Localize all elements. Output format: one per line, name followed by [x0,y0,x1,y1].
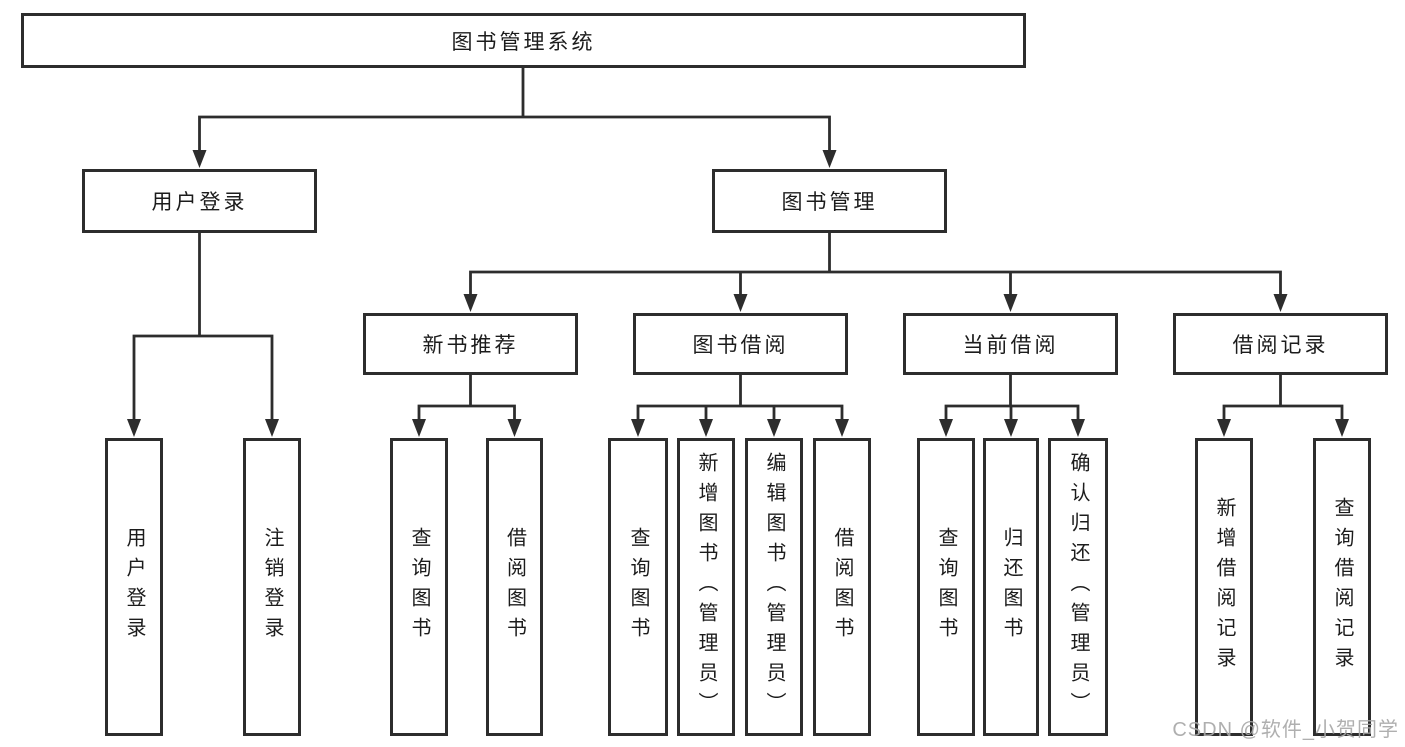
node-label: 确认归还（管理员） [1067,452,1089,722]
node-label: 注销登录 [261,527,283,647]
leaf-borrow-books-1: 借阅图书 [486,438,543,736]
node-label: 新增图书（管理员） [695,452,717,722]
leaf-user-login: 用户登录 [105,438,163,736]
watermark: CSDN @软件_小贺同学 [1172,719,1399,741]
leaf-query-books-2: 查询图书 [608,438,668,736]
leaf-query-books-3: 查询图书 [917,438,975,736]
node-book-borrowing: 图书借阅 [633,313,848,375]
leaf-add-books-admin: 新增图书（管理员） [677,438,735,736]
node-label: 编辑图书（管理员） [763,452,785,722]
leaf-logout: 注销登录 [243,438,301,736]
node-label: 借阅图书 [831,527,853,647]
node-label: 归还图书 [1000,527,1022,647]
node-label: 新增借阅记录 [1213,497,1235,677]
node-book-management: 图书管理 [712,169,947,233]
node-library-management-system: 图书管理系统 [21,13,1026,68]
node-label: 用户登录 [151,191,248,214]
node-label: 查询图书 [408,527,430,647]
node-current-borrowing: 当前借阅 [903,313,1118,375]
node-label: 图书管理系统 [451,30,596,54]
leaf-query-borrow-record: 查询借阅记录 [1313,438,1371,736]
node-label: 借阅记录 [1232,334,1329,357]
leaf-edit-books-admin: 编辑图书（管理员） [745,438,803,736]
node-label: 查询图书 [627,527,649,647]
leaf-return-books: 归还图书 [983,438,1039,736]
leaf-query-books-1: 查询图书 [390,438,448,736]
node-label: 查询图书 [935,527,957,647]
node-label: 查询借阅记录 [1331,497,1353,677]
node-label: 新书推荐 [422,334,519,357]
node-label: 用户登录 [123,527,145,647]
node-user-login: 用户登录 [82,169,317,233]
node-label: 借阅图书 [503,527,526,647]
node-label: 当前借阅 [962,334,1059,357]
leaf-confirm-return-admin: 确认归还（管理员） [1048,438,1108,736]
node-borrowing-records: 借阅记录 [1173,313,1388,375]
leaf-add-borrow-record: 新增借阅记录 [1195,438,1253,736]
leaf-borrow-books-2: 借阅图书 [813,438,871,736]
node-label: 图书借阅 [692,334,789,357]
node-new-book-recommend: 新书推荐 [363,313,578,375]
node-label: 图书管理 [781,191,878,214]
